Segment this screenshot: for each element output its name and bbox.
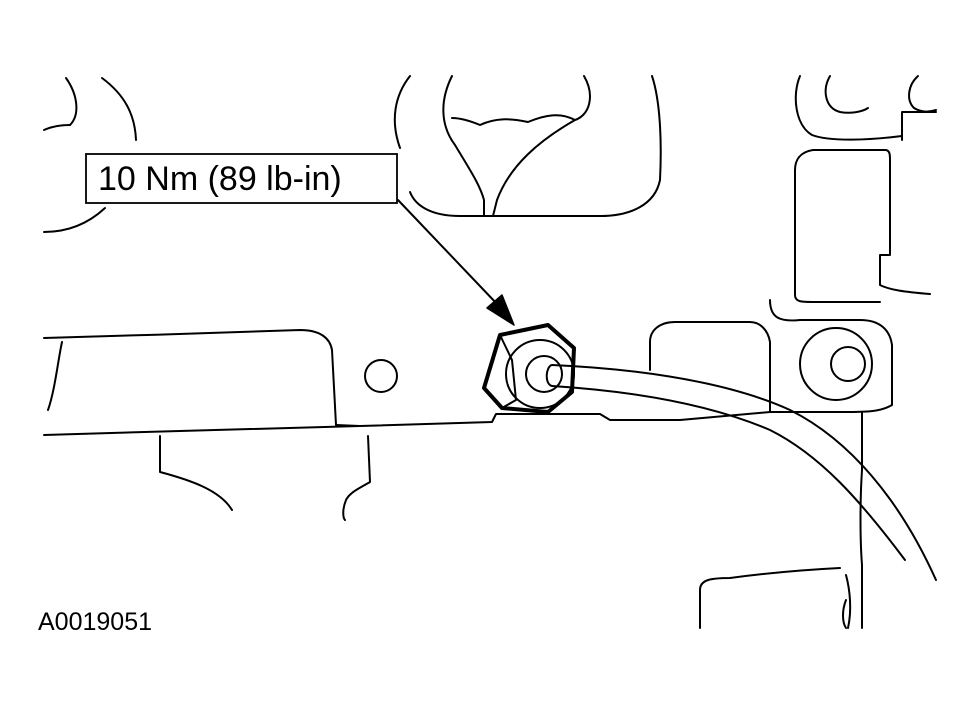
right-bracket: [769, 75, 937, 413]
torque-label: 10 Nm (89 lb-in): [98, 160, 342, 198]
torque-callout: 10 Nm (89 lb-in): [85, 153, 398, 204]
upper-middle-casting: [393, 75, 662, 217]
figure-id: A0019051: [38, 608, 152, 636]
left-bracket-arm: [43, 329, 561, 521]
torque-callout-box: [85, 153, 398, 204]
fitting-nut: [482, 323, 576, 414]
tube-line: [545, 364, 937, 581]
callout-leader-arrow: [397, 199, 515, 326]
center-bracket-plate: [559, 321, 863, 629]
right-boss: [799, 327, 873, 401]
upper-left-housing-contours: [43, 77, 137, 233]
